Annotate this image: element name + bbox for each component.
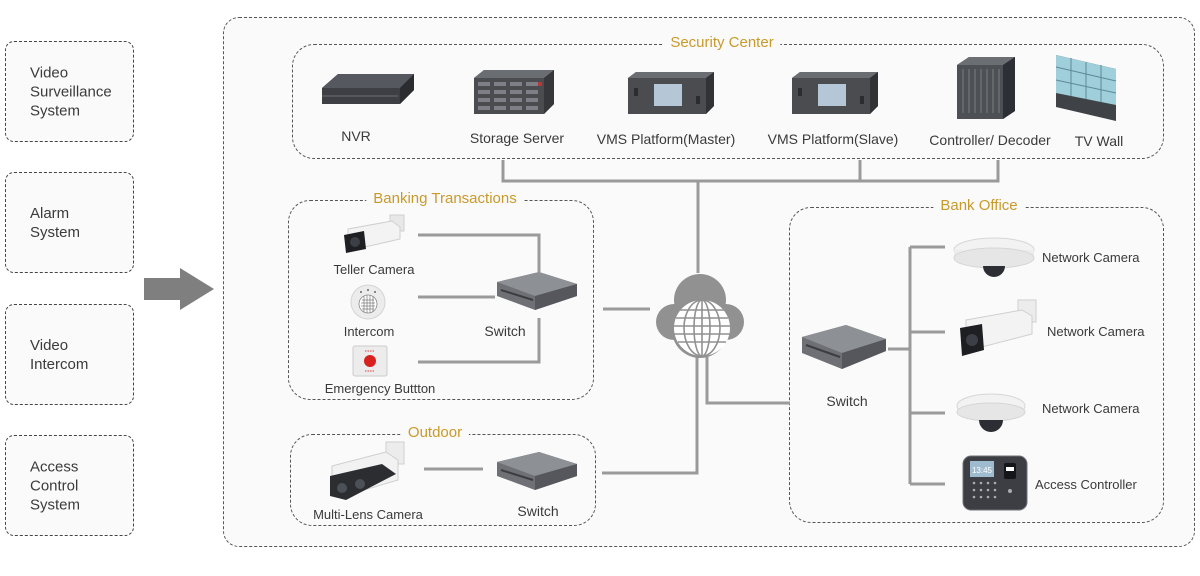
teller-link-line [418, 233, 541, 272]
group-title-security-center: Security Center [663, 34, 781, 52]
device-label-network-camera-2: Network Camera [1047, 324, 1145, 339]
system-label-line: System [30, 223, 81, 241]
device-label-banking-switch: Switch [484, 323, 526, 339]
vms-slave-icon [792, 72, 878, 114]
device-label-outdoor-switch: Switch [517, 503, 559, 519]
dome-camera-icon [953, 237, 1035, 277]
network-bullet-camera-icon [960, 299, 1037, 356]
multi-lens-camera-icon [330, 441, 405, 500]
system-label-line: Control [30, 477, 79, 494]
system-label: Video Intercom [30, 336, 88, 374]
cloud-to-office-line [705, 355, 790, 405]
device-label-nvr: NVR [341, 128, 371, 144]
device-label-storage-server: Storage Server [469, 130, 565, 146]
group-title-bank-office: Bank Office [933, 197, 1025, 215]
emergency-link-line [418, 318, 541, 364]
access-controller-icon: 13:45 [962, 455, 1028, 511]
dome-camera-icon [956, 393, 1026, 432]
system-label-line: Alarm [30, 204, 70, 222]
intercom-icon [350, 284, 386, 320]
device-label-tv-wall: TV Wall [1074, 133, 1124, 149]
device-label-emergency-button: Emergency Buttton [324, 381, 436, 396]
system-label-line: Video [30, 336, 69, 354]
system-box-access-control: Access Control System [5, 435, 134, 536]
tv-wall-icon [1055, 55, 1117, 121]
device-label-vms-slave: VMS Platform(Slave) [767, 131, 899, 147]
group-title-banking-transactions: Banking Transactions [366, 190, 524, 208]
system-label: Video Surveillance System [30, 63, 112, 120]
system-label-line: Video [30, 64, 69, 81]
device-label-controller-decoder: Controller/ Decoder [929, 132, 1051, 148]
outdoor-switch-icon [497, 452, 577, 490]
banking-switch-icon [497, 272, 577, 310]
system-box-video-intercom: Video Intercom [5, 304, 134, 405]
outdoor-to-cloud-line [602, 355, 699, 475]
controller-decoder-icon [957, 57, 1015, 119]
system-box-video-surveillance: Video Surveillance System [5, 41, 134, 142]
system-label-line: Surveillance [30, 83, 112, 100]
device-label-teller-camera: Teller Camera [333, 262, 415, 277]
system-label-line: Intercom [30, 355, 89, 373]
access-controller-clock: 13:45 [972, 466, 993, 475]
device-label-access-controller: Access Controller [1035, 477, 1137, 492]
group-title-outdoor: Outdoor [400, 424, 470, 442]
device-label-vms-master: VMS Platform(Master) [596, 131, 736, 147]
system-box-alarm: Alarm System [5, 172, 134, 273]
system-label-line: Access [30, 458, 79, 475]
device-label-multi-lens-camera: Multi-Lens Camera [313, 507, 423, 522]
office-switch-icon [802, 325, 886, 369]
teller-camera-icon [344, 214, 405, 253]
device-label-intercom: Intercom [343, 324, 395, 339]
security-bus-line [501, 160, 1000, 183]
system-label: Alarm System [30, 204, 80, 242]
right-arrow-icon [144, 268, 214, 310]
cloud-globe-icon [656, 274, 744, 358]
device-label-network-camera-3: Network Camera [1042, 401, 1140, 416]
storage-server-icon [474, 70, 554, 114]
system-label: Access Control System [30, 457, 80, 514]
system-label-line: System [30, 496, 81, 513]
nvr-icon [322, 74, 414, 104]
device-label-office-switch: Switch [826, 393, 868, 409]
vms-master-icon [628, 72, 714, 114]
device-label-network-camera-1: Network Camera [1042, 250, 1140, 265]
system-label-line: System [30, 102, 81, 119]
emergency-button-icon [352, 345, 388, 377]
